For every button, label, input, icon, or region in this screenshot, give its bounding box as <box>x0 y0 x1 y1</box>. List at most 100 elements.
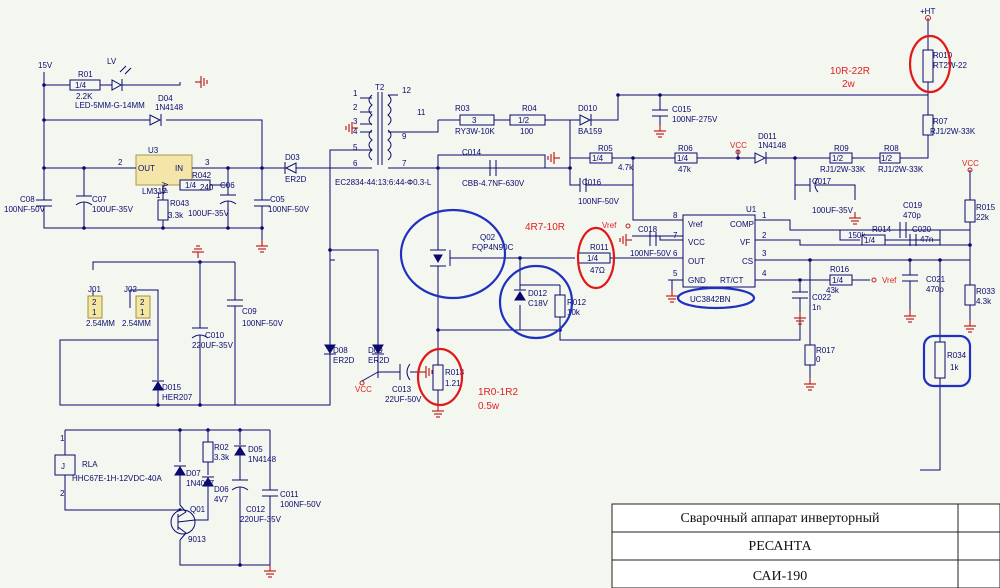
svg-text:Vref: Vref <box>688 220 703 229</box>
svg-text:C05: C05 <box>270 195 285 204</box>
svg-text:22k: 22k <box>976 213 990 222</box>
svg-text:240: 240 <box>200 183 214 192</box>
ic-u1: U1 Vref COMP VCC VF OUT CS GND RT/CT 8 1… <box>673 205 767 304</box>
svg-text:47Ω: 47Ω <box>590 266 605 275</box>
svg-text:5: 5 <box>353 143 358 152</box>
svg-text:OUT: OUT <box>688 257 705 266</box>
connector-j01: J01 2 1 2.54MM <box>86 285 115 328</box>
svg-text:100UF-35V: 100UF-35V <box>188 209 230 218</box>
svg-text:1: 1 <box>762 211 767 220</box>
c07-capacitor: C07 100UF-35V <box>75 195 134 215</box>
svg-text:2: 2 <box>92 298 97 307</box>
svg-text:4.7k: 4.7k <box>618 163 634 172</box>
title-block: Сварочный аппарат инверторный РЕСАНТА СА… <box>611 503 1000 588</box>
svg-text:C07: C07 <box>92 195 107 204</box>
d05-diode: D05 1N4148 <box>234 445 277 464</box>
r011-note: 4R7-10R <box>525 222 565 233</box>
svg-text:VF: VF <box>740 238 750 247</box>
svg-text:R017: R017 <box>816 346 836 355</box>
svg-text:C18V: C18V <box>528 299 549 308</box>
r02-resistor: R02 3.3k <box>202 441 230 463</box>
r042-resistor: 1/4 R042 240 <box>179 171 214 192</box>
r013-note2: 0.5w <box>478 401 500 412</box>
svg-text:C022: C022 <box>812 293 832 302</box>
svg-text:100NF-50V: 100NF-50V <box>578 197 620 206</box>
svg-text:6: 6 <box>673 249 678 258</box>
svg-text:R015: R015 <box>976 203 996 212</box>
svg-text:100NF-50V: 100NF-50V <box>242 319 284 328</box>
svg-text:R02: R02 <box>214 443 229 452</box>
svg-text:2: 2 <box>353 103 358 112</box>
svg-text:1/2: 1/2 <box>518 116 530 125</box>
svg-text:C012: C012 <box>246 505 266 514</box>
svg-text:100NF-275V: 100NF-275V <box>672 115 718 124</box>
svg-text:D012: D012 <box>528 289 548 298</box>
title-line2: РЕСАНТА <box>748 539 812 554</box>
svg-text:C014: C014 <box>462 148 482 157</box>
svg-text:6: 6 <box>353 159 358 168</box>
svg-text:R09: R09 <box>834 144 849 153</box>
svg-text:2.2K: 2.2K <box>76 92 93 101</box>
r010-note2: 2w <box>842 79 856 90</box>
highlight-annotations: 10R-22R 2w 4R7-10R 1R0-1R2 0.5w <box>399 34 972 412</box>
c019-capacitor: C019 470p <box>899 201 923 238</box>
c010-capacitor: C010 220UF-35V <box>191 327 234 350</box>
svg-text:C018: C018 <box>638 225 658 234</box>
r012-resistor: R012 10k <box>554 294 587 318</box>
svg-text:7: 7 <box>673 231 678 240</box>
mosfet-q02: Q02 FQP4N90C <box>430 233 514 275</box>
svg-text:D06: D06 <box>214 485 229 494</box>
svg-text:D04: D04 <box>158 94 173 103</box>
svg-text:C017: C017 <box>812 177 832 186</box>
svg-text:C013: C013 <box>392 385 412 394</box>
svg-text:0: 0 <box>816 355 821 364</box>
svg-text:D07: D07 <box>186 469 201 478</box>
svg-text:CBB-4.7NF-630V: CBB-4.7NF-630V <box>462 179 525 188</box>
svg-text:C010: C010 <box>205 331 225 340</box>
svg-text:2.54MM: 2.54MM <box>86 319 115 328</box>
svg-text:4V7: 4V7 <box>214 495 229 504</box>
r011-resistor: 1/4 R011 47Ω <box>577 243 611 275</box>
d03-diode: D03 ER2D <box>284 153 307 184</box>
svg-text:LM317: LM317 <box>142 187 167 196</box>
svg-text:C021: C021 <box>926 275 946 284</box>
svg-text:HER207: HER207 <box>162 393 193 402</box>
svg-text:150k: 150k <box>848 231 866 240</box>
svg-text:C09: C09 <box>242 307 257 316</box>
svg-text:RLA: RLA <box>82 460 98 469</box>
svg-text:ER2D: ER2D <box>368 356 390 365</box>
svg-text:100UF-35V: 100UF-35V <box>812 206 854 215</box>
svg-text:1/4: 1/4 <box>592 154 604 163</box>
r06-resistor: 1/4 R06 47k <box>674 144 698 174</box>
rail-ht-label: +HT <box>920 7 935 16</box>
svg-text:5: 5 <box>673 269 678 278</box>
r013-resistor: R013 1.21 <box>432 364 465 391</box>
r033-resistor: R033 4.3k <box>964 284 996 306</box>
svg-text:C06: C06 <box>220 181 235 190</box>
r010-resistor: R010 RT2W-22 <box>922 49 967 83</box>
svg-text:2.54MM: 2.54MM <box>122 319 151 328</box>
svg-text:R043: R043 <box>170 199 190 208</box>
svg-text:D09: D09 <box>368 346 383 355</box>
svg-text:ER2D: ER2D <box>333 356 355 365</box>
svg-text:3.3k: 3.3k <box>168 211 184 220</box>
r013-note: 1R0-1R2 <box>478 387 518 398</box>
svg-text:4.3k: 4.3k <box>976 297 992 306</box>
svg-text:1k: 1k <box>950 363 959 372</box>
r034-resistor: R034 1k <box>934 341 967 379</box>
svg-text:47k: 47k <box>678 165 692 174</box>
svg-text:1/4: 1/4 <box>587 254 599 263</box>
svg-text:22UF-50V: 22UF-50V <box>385 395 422 404</box>
svg-text:R042: R042 <box>192 171 212 180</box>
svg-text:RT/CT: RT/CT <box>720 276 744 285</box>
svg-text:C011: C011 <box>280 490 299 499</box>
svg-text:U1: U1 <box>746 205 757 214</box>
d04-diode: D04 1N4148 <box>149 94 184 126</box>
r016-resistor: 1/4 R016 43k <box>826 265 853 295</box>
svg-text:EC2834-44:13:6:44-Ф0.3-L: EC2834-44:13:6:44-Ф0.3-L <box>335 178 432 187</box>
vcc-c-label: VCC <box>962 159 979 168</box>
svg-text:470p: 470p <box>903 211 921 220</box>
svg-text:COMP: COMP <box>730 220 754 229</box>
svg-text:C019: C019 <box>903 201 923 210</box>
